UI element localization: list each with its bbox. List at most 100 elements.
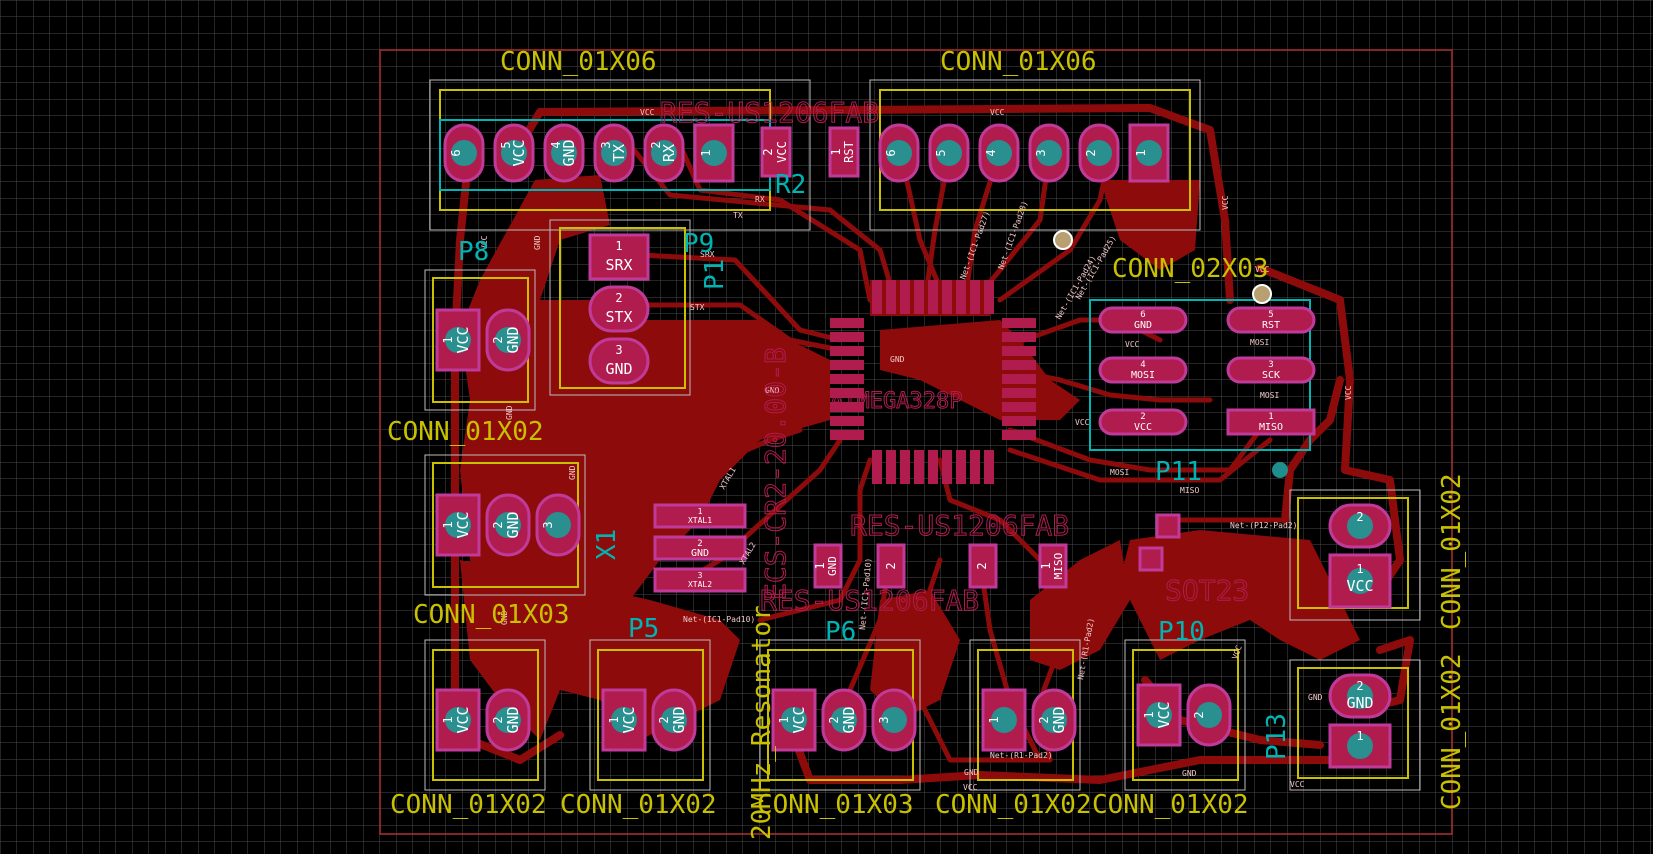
resistor-r2: 2 VCC 1 RST: [760, 126, 860, 178]
sot-pad[interactable]: [1138, 546, 1164, 572]
pin2-pad[interactable]: [1186, 683, 1232, 747]
pin-name: MISO: [1052, 553, 1065, 580]
pin-label: 2: [657, 716, 671, 723]
pin-name: GND: [691, 548, 709, 559]
pin-label: 1: [1356, 562, 1363, 576]
pin-name: VCC: [1155, 701, 1173, 728]
net-label: RX: [755, 195, 765, 204]
pin-name: MOSI: [1131, 370, 1155, 381]
r2-pad-1[interactable]: [828, 126, 860, 178]
isp-pad-4[interactable]: [1098, 356, 1188, 384]
pin-label: 1: [777, 716, 791, 723]
pin-3[interactable]: [1028, 123, 1070, 183]
res-pad[interactable]: [813, 543, 843, 589]
value-text: RES-US1206FAB: [660, 96, 879, 129]
r2-pad-2[interactable]: [760, 126, 792, 178]
pin-name: VCC: [454, 706, 472, 733]
x1-pad-2[interactable]: [653, 535, 747, 561]
fab-values: RES-US1206FAB RES-US1206FAB RES-US1206FA…: [660, 96, 1250, 618]
p9-pin-1[interactable]: [588, 233, 650, 281]
vcc-pad[interactable]: [435, 688, 481, 752]
pin3-pad[interactable]: [871, 688, 917, 752]
pin-6[interactable]: [443, 123, 485, 183]
pin-label: 2: [884, 562, 898, 569]
pin-label: 3: [877, 716, 891, 723]
pin-label: 3: [698, 571, 703, 580]
pin-name: VCC: [1134, 422, 1152, 433]
p9-pin-3[interactable]: [588, 337, 650, 385]
res-pad[interactable]: [1038, 543, 1068, 589]
designator: X1: [592, 529, 622, 560]
pin1-pad[interactable]: [981, 688, 1027, 752]
pin-label: 1: [1268, 412, 1273, 422]
pin-5[interactable]: [928, 123, 970, 183]
vcc-pad[interactable]: [601, 688, 647, 752]
res-pad[interactable]: [876, 543, 906, 589]
isp-pad-6[interactable]: [1098, 306, 1188, 334]
pin-name: SCK: [1262, 370, 1280, 381]
pin3-pad[interactable]: [535, 493, 581, 557]
net-label: VCC: [1255, 265, 1270, 274]
isp-pad-2[interactable]: [1098, 408, 1188, 436]
net-label: Net-(P12-Pad2): [1230, 521, 1297, 530]
x1-pad-3[interactable]: [653, 567, 747, 593]
pin-name: VCC: [790, 706, 808, 733]
connector-right-1: 2 1 VCC: [1328, 503, 1392, 609]
gnd-pad[interactable]: [1031, 688, 1077, 752]
pin-label: 2: [491, 336, 505, 343]
pin-4[interactable]: [543, 123, 585, 183]
pin-name: GND: [504, 326, 522, 353]
pin1-pad[interactable]: [1328, 723, 1392, 769]
pin-label: 2: [1356, 679, 1363, 693]
pin-6[interactable]: [878, 123, 920, 183]
gnd-pad[interactable]: [485, 493, 531, 557]
pin-label: 2: [975, 562, 989, 569]
pin2-pad[interactable]: [1328, 503, 1392, 549]
pin-label: 6: [884, 149, 898, 156]
pin-name: VCC: [620, 706, 638, 733]
gnd-pad[interactable]: [485, 688, 531, 752]
gnd-pad[interactable]: [821, 688, 867, 752]
ref-label: CONN_01X02: [560, 790, 717, 820]
value-text: RES-US1206FAB: [850, 509, 1069, 542]
vcc-pad[interactable]: [435, 493, 481, 557]
pin-label: 2: [1037, 716, 1051, 723]
pin-name: VCC: [510, 139, 528, 166]
vcc-pad[interactable]: [1328, 553, 1392, 609]
net-label: VCC: [1075, 418, 1090, 427]
pin-1[interactable]: [1128, 123, 1170, 183]
pin-2[interactable]: [643, 123, 685, 183]
pin-label: 2: [1356, 510, 1363, 524]
net-label: VCC: [990, 108, 1005, 117]
res-pad[interactable]: [968, 543, 998, 589]
header-p9: 1 SRX 2 STX 3 GND: [588, 233, 650, 385]
isp-pad-5[interactable]: [1226, 306, 1316, 334]
gnd-pad[interactable]: [1328, 673, 1392, 719]
pin-label: 2: [649, 141, 663, 148]
pin-label: 1: [987, 716, 1001, 723]
pin-4[interactable]: [978, 123, 1020, 183]
net-label: GND: [890, 355, 905, 364]
connector-bottom-5: 1 VCC 2: [1136, 683, 1232, 747]
connector-bottom-2: 1 VCC 2 GND: [601, 688, 697, 752]
vcc-pad[interactable]: [1136, 683, 1182, 747]
gnd-pad[interactable]: [651, 688, 697, 752]
p9-pin-2[interactable]: [588, 285, 650, 333]
vcc-pad[interactable]: [435, 308, 481, 372]
pin-1[interactable]: [693, 123, 735, 183]
designator: P9: [683, 229, 714, 259]
isp-header: 6 GND 5 RST 4 MOSI 3 SCK 2 VCC 1 MISO: [1098, 306, 1316, 436]
pin-3[interactable]: [593, 123, 635, 183]
net-label: GND: [964, 768, 979, 777]
sot-pad[interactable]: [1155, 513, 1181, 539]
vcc-pad[interactable]: [771, 688, 817, 752]
net-label: GND: [568, 465, 577, 480]
x1-pad-1[interactable]: [653, 503, 747, 529]
gnd-pad[interactable]: [485, 308, 531, 372]
pin-5[interactable]: [493, 123, 535, 183]
pin-2[interactable]: [1078, 123, 1120, 183]
isp-pad-3[interactable]: [1226, 356, 1316, 384]
isp-pad-1[interactable]: [1226, 408, 1316, 436]
via: [1053, 230, 1073, 250]
